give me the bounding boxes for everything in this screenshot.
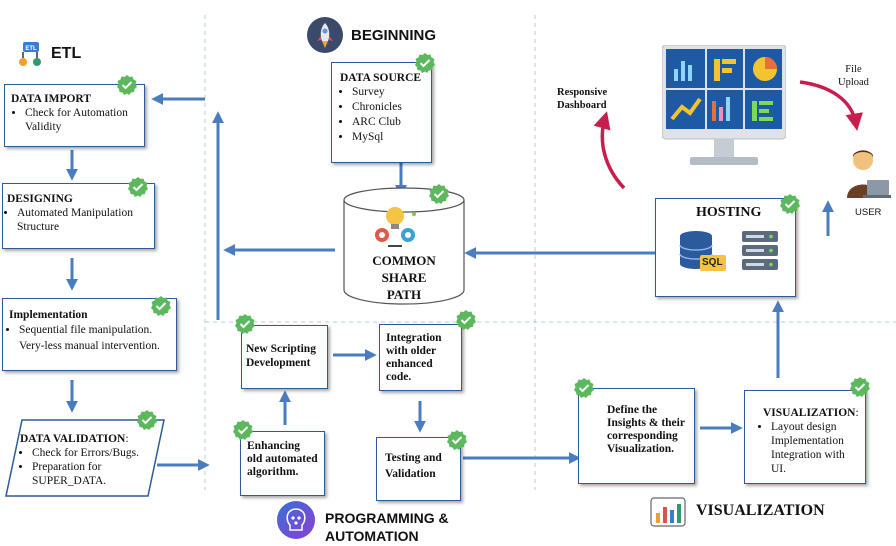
data-source-box: DATA SOURCE Survey Chronicles ARC Club M… xyxy=(331,62,432,163)
data-import-title: DATA IMPORT xyxy=(11,93,91,105)
visualization-box-title: VISUALIZATION xyxy=(763,407,856,419)
data-source-item-mysql: MySql xyxy=(352,130,423,145)
data-validation-title: DATA VALIDATION xyxy=(20,433,126,445)
check-badge-icon xyxy=(150,295,172,317)
dashboard-monitor-icon xyxy=(661,44,787,170)
check-badge-icon xyxy=(234,313,256,335)
data-validation-item-1: Check for Errors/Bugs. xyxy=(32,446,150,460)
enhancing-box: Enhancing old automated algorithm. xyxy=(240,431,325,496)
new-scripting-box: New Scripting Development xyxy=(241,325,328,389)
visualization-box: VISUALIZATION: Layout design Implementat… xyxy=(744,390,866,484)
responsive-dashboard-label: Responsive Dashboard xyxy=(557,86,607,112)
data-validation-suffix: : xyxy=(125,433,129,445)
check-badge-icon xyxy=(428,183,450,205)
data-source-title: DATA SOURCE xyxy=(340,72,422,84)
upload-line1: File xyxy=(845,64,862,75)
programming-title-line1: PROGRAMMING & xyxy=(325,510,449,526)
hosting-title: HOSTING xyxy=(696,205,762,220)
check-badge-icon xyxy=(573,377,595,399)
check-badge-icon xyxy=(136,409,158,431)
common-share-line3: PATH xyxy=(386,287,422,302)
dashed-separators xyxy=(204,15,896,490)
designing-title: DESIGNING xyxy=(7,193,73,205)
common-share-line1: COMMON xyxy=(372,253,436,268)
svg-text:ETL: ETL xyxy=(25,46,37,52)
visualization-title: VISUALIZATION xyxy=(696,502,825,519)
ai-brain-icon xyxy=(276,500,316,540)
user-icon xyxy=(843,146,891,202)
define-insights-box: Define the Insights & their correspondin… xyxy=(578,388,695,484)
red-arrow-responsive xyxy=(593,111,626,190)
check-badge-icon xyxy=(446,429,468,451)
responsive-line2: Dashboard xyxy=(557,100,607,111)
visualization-box-item: Layout design Implementation Integration… xyxy=(771,420,859,476)
check-badge-icon xyxy=(116,74,138,96)
visualization-box-suffix: : xyxy=(855,407,859,419)
responsive-line1: Responsive xyxy=(557,87,608,98)
check-badge-icon xyxy=(232,419,254,441)
hosting-box: HOSTING SQL xyxy=(655,198,796,297)
data-source-item-arc: ARC Club xyxy=(352,115,423,130)
sql-label: SQL xyxy=(702,257,723,268)
data-source-item-survey: Survey xyxy=(352,85,423,100)
check-badge-icon xyxy=(414,52,436,74)
check-badge-icon xyxy=(127,176,149,198)
upload-line2: Upload xyxy=(838,77,869,88)
common-share-label: COMMON SHARE PATH xyxy=(345,252,463,303)
designing-item: Automated Manipulation Structure xyxy=(17,206,150,234)
testing-box: Testing and Validation xyxy=(376,437,461,501)
common-share-line2: SHARE xyxy=(381,270,427,285)
etl-icon: ETL xyxy=(17,38,43,68)
red-arrow-upload xyxy=(799,80,863,131)
programming-title-line2: AUTOMATION xyxy=(325,528,419,544)
check-badge-icon xyxy=(779,193,801,215)
data-validation-item-2: Preparation for SUPER_DATA. xyxy=(32,460,150,488)
data-validation-content: DATA VALIDATION: Check for Errors/Bugs. … xyxy=(20,432,150,488)
check-badge-icon xyxy=(455,309,477,331)
integration-box: Integration with older enhanced code. xyxy=(379,324,462,391)
sql-database-icon: SQL xyxy=(676,229,728,277)
data-import-box: DATA IMPORT Check for Automation Validit… xyxy=(4,84,145,147)
check-badge-icon xyxy=(849,376,871,398)
data-validation-shape xyxy=(4,418,166,498)
etl-title: ETL xyxy=(51,45,82,62)
implementation-item: Sequential file manipulation. Very-less … xyxy=(19,322,170,354)
implementation-box: Implementation Sequential file manipulat… xyxy=(2,298,177,371)
server-icon xyxy=(740,229,780,271)
data-import-item: Check for Automation Validity xyxy=(25,106,138,134)
common-share-cylinder xyxy=(340,186,468,308)
bar-chart-icon xyxy=(650,497,686,527)
file-upload-label: File Upload xyxy=(838,63,869,89)
rocket-icon xyxy=(306,16,344,54)
user-label: USER xyxy=(855,207,882,218)
data-source-item-chronicles: Chronicles xyxy=(352,100,423,115)
implementation-title: Implementation xyxy=(9,309,88,321)
programming-title: PROGRAMMING & AUTOMATION xyxy=(325,509,449,545)
designing-box: DESIGNING Automated Manipulation Structu… xyxy=(2,183,155,249)
beginning-title: BEGINNING xyxy=(351,27,437,44)
idea-icon xyxy=(370,202,420,254)
